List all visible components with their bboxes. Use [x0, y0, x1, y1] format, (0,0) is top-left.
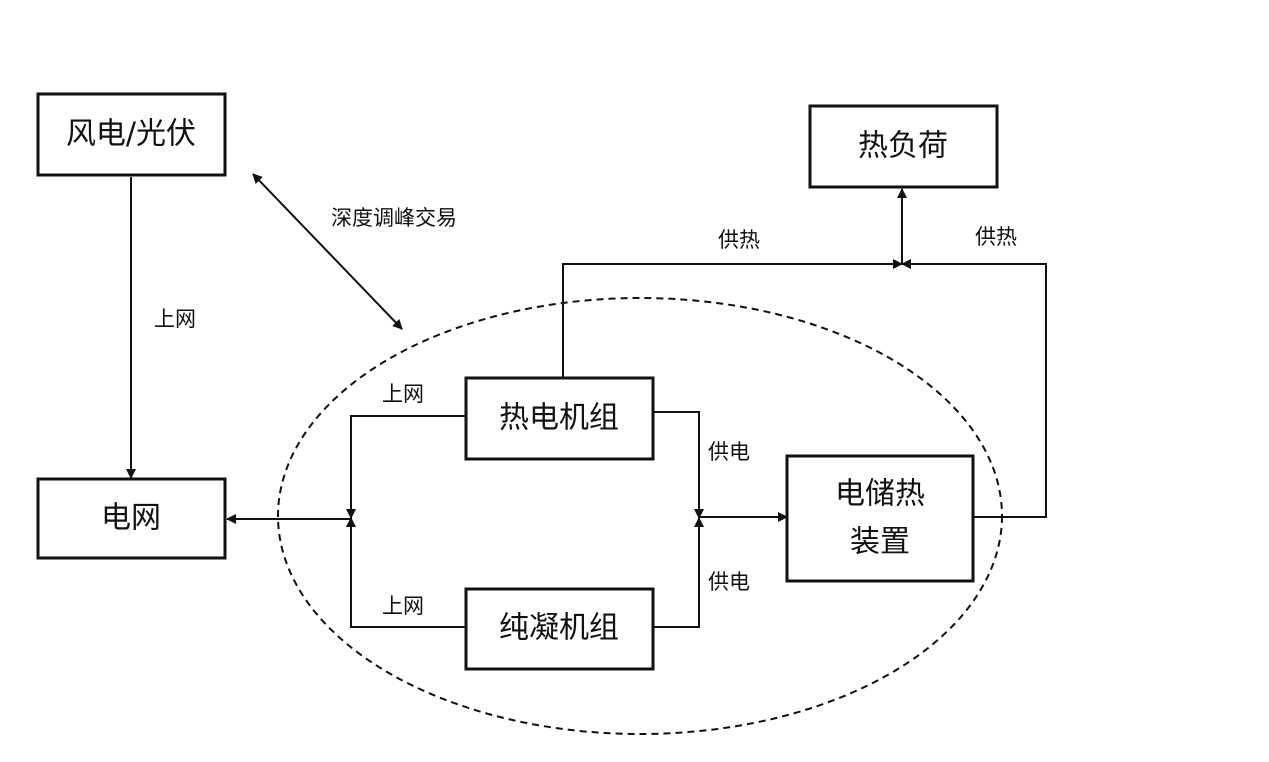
chp-to-grid-label: 上网 — [382, 382, 424, 406]
heat-storage-label-line1: 电储热 — [835, 477, 925, 512]
heat-load-box — [808, 104, 999, 189]
wind-solar-label: 风电/光伏 — [66, 117, 196, 152]
grid-box — [36, 477, 227, 560]
heat-storage-label-line2: 装置 — [850, 525, 910, 560]
chp-heat-supply-line — [562, 259, 903, 377]
condensing-unit-box — [464, 587, 655, 671]
wind-solar-box — [36, 92, 227, 177]
storage-heat-supply-line — [901, 259, 1047, 518]
chp-power-supply-line — [653, 411, 704, 519]
deep-peak-trade-arrow — [252, 173, 403, 330]
chp-unit-box — [464, 376, 655, 461]
chp-unit-label: 热电机组 — [499, 401, 619, 436]
deep-peak-trade-label: 深度调峰交易 — [331, 206, 457, 230]
condensing-unit-label: 纯凝机组 — [499, 611, 619, 646]
chp-heat-supply-label: 供热 — [718, 228, 760, 252]
chp-power-supply-label: 供电 — [708, 440, 750, 464]
heat-load-label: 热负荷 — [858, 129, 948, 164]
storage-heat-supply-label: 供热 — [975, 225, 1017, 249]
cond-to-grid-label: 上网 — [382, 594, 424, 618]
heat-storage-box — [785, 454, 975, 583]
cond-power-supply-line — [653, 517, 704, 628]
chp-to-grid-line — [346, 415, 466, 519]
cond-power-supply-label: 供电 — [708, 570, 750, 594]
grid-label: 电网 — [101, 501, 161, 536]
wind-to-grid-label: 上网 — [154, 307, 196, 331]
cond-to-grid-line — [346, 517, 466, 628]
